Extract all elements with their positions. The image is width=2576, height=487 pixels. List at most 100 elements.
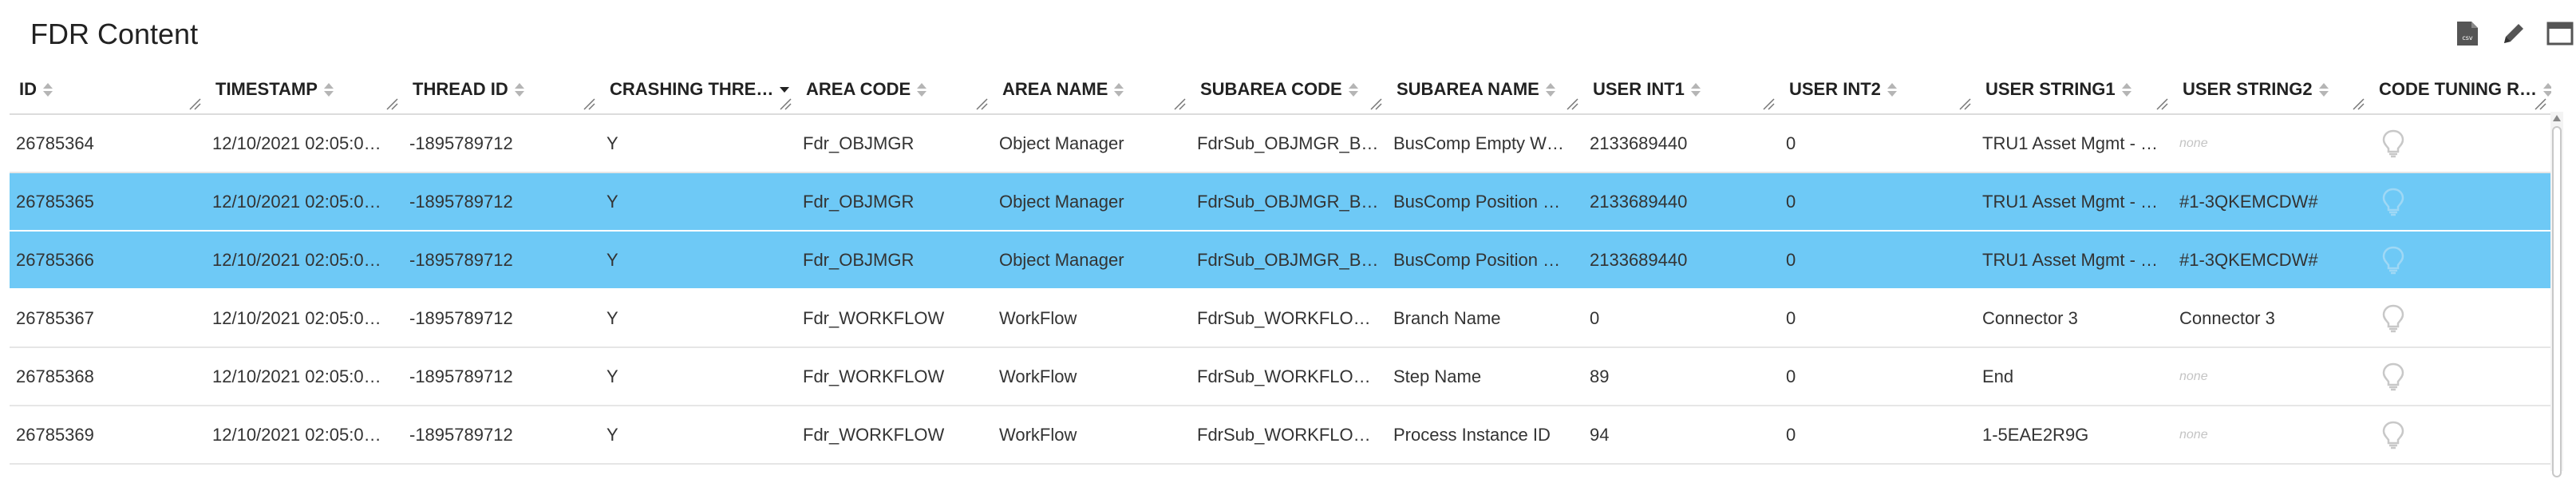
column-header-label: ID bbox=[19, 79, 37, 99]
cell-thread-id: -1895789712 bbox=[409, 307, 513, 328]
cell-thread-id: -1895789712 bbox=[409, 424, 513, 445]
column-header-label: USER STRING2 bbox=[2183, 79, 2313, 99]
column-resize-handle-icon[interactable] bbox=[2352, 97, 2365, 110]
column-resize-handle-icon[interactable] bbox=[188, 97, 201, 110]
column-header-user-string2[interactable]: USER STRING2 bbox=[2173, 64, 2369, 115]
cell-subarea-code: FdrSub_WORKFLO… bbox=[1197, 424, 1371, 445]
column-header-id[interactable]: ID bbox=[10, 64, 206, 115]
column-resize-handle-icon[interactable] bbox=[385, 97, 398, 110]
column-resize-handle-icon[interactable] bbox=[583, 97, 595, 110]
cell-subarea-name: BusComp Position … bbox=[1393, 191, 1561, 212]
cell-user-int2: 0 bbox=[1786, 424, 1796, 445]
cell-user-string1: TRU1 Asset Mgmt - … bbox=[1982, 191, 2159, 212]
cell-thread-id: -1895789712 bbox=[409, 133, 513, 153]
column-header-subarea-code[interactable]: SUBAREA CODE bbox=[1191, 64, 1387, 115]
sort-arrows-icon[interactable] bbox=[1690, 82, 1701, 97]
maximize-icon[interactable] bbox=[2546, 19, 2574, 48]
column-resize-handle-icon[interactable] bbox=[2534, 97, 2546, 110]
cell-user-int2: 0 bbox=[1786, 366, 1796, 386]
cell-user-string2: #1-3QKEMCDW# bbox=[2179, 249, 2318, 270]
cell-subarea-code: FdrSub_OBJMGR_B… bbox=[1197, 249, 1379, 270]
column-resize-handle-icon[interactable] bbox=[1566, 97, 1578, 110]
cell-user-int2: 0 bbox=[1786, 191, 1796, 212]
column-resize-handle-icon[interactable] bbox=[1958, 97, 1971, 110]
column-header-label: CRASHING THRE… bbox=[610, 79, 774, 99]
sort-arrows-icon[interactable] bbox=[323, 82, 334, 97]
column-resize-handle-icon[interactable] bbox=[1173, 97, 1186, 110]
column-header-code-tuning[interactable]: CODE TUNING R… bbox=[2369, 64, 2551, 115]
scroll-up-arrow-icon[interactable] bbox=[2553, 115, 2561, 121]
column-resize-handle-icon[interactable] bbox=[1762, 97, 1775, 110]
column-header-area-name[interactable]: AREA NAME bbox=[993, 64, 1191, 115]
column-header-user-string1[interactable]: USER STRING1 bbox=[1976, 64, 2173, 115]
cell-user-string2: Connector 3 bbox=[2179, 307, 2275, 328]
cell-user-int1: 0 bbox=[1590, 307, 1600, 328]
vertical-scrollbar[interactable] bbox=[2550, 112, 2563, 477]
csv-export-icon[interactable]: csv bbox=[2453, 19, 2482, 48]
cell-user-int1: 2133689440 bbox=[1590, 249, 1688, 270]
cell-timestamp: 12/10/2021 02:05:0… bbox=[212, 191, 381, 212]
column-resize-handle-icon[interactable] bbox=[779, 97, 792, 110]
lightbulb-icon[interactable] bbox=[2382, 362, 2404, 391]
lightbulb-icon[interactable] bbox=[2382, 304, 2404, 333]
cell-id: 26785365 bbox=[16, 191, 94, 212]
lightbulb-icon[interactable] bbox=[2382, 188, 2404, 216]
sort-arrows-icon[interactable] bbox=[780, 86, 790, 93]
sort-arrows-icon[interactable] bbox=[1114, 82, 1124, 97]
column-header-subarea-name[interactable]: SUBAREA NAME bbox=[1387, 64, 1583, 115]
cell-code-tuning bbox=[2369, 173, 2546, 230]
column-resize-handle-icon[interactable] bbox=[2155, 97, 2168, 110]
cell-crashing: Y bbox=[606, 191, 618, 212]
cell-timestamp: 12/10/2021 02:05:0… bbox=[212, 133, 381, 153]
column-header-user-int2[interactable]: USER INT2 bbox=[1780, 64, 1976, 115]
cell-timestamp: 12/10/2021 02:05:0… bbox=[212, 307, 381, 328]
column-header-user-int1[interactable]: USER INT1 bbox=[1583, 64, 1780, 115]
cell-thread-id: -1895789712 bbox=[409, 191, 513, 212]
column-header-label: AREA NAME bbox=[1002, 79, 1108, 99]
cell-subarea-name: BusComp Position … bbox=[1393, 249, 1561, 270]
column-resize-handle-icon[interactable] bbox=[1369, 97, 1382, 110]
sort-arrows-icon[interactable] bbox=[2543, 82, 2551, 97]
sort-arrows-icon[interactable] bbox=[1348, 82, 1358, 97]
lightbulb-icon[interactable] bbox=[2382, 421, 2404, 449]
column-header-thread-id[interactable]: THREAD ID bbox=[403, 64, 600, 115]
sort-arrows-icon[interactable] bbox=[1545, 82, 1555, 97]
sort-arrows-icon[interactable] bbox=[2121, 82, 2132, 97]
scrollbar-thumb[interactable] bbox=[2552, 126, 2562, 477]
lightbulb-icon[interactable] bbox=[2382, 246, 2404, 275]
cell-subarea-name: Branch Name bbox=[1393, 307, 1501, 328]
cell-user-int1: 2133689440 bbox=[1590, 133, 1688, 153]
column-header-crashing[interactable]: CRASHING THRE… bbox=[600, 64, 796, 115]
cell-id: 26785367 bbox=[16, 307, 94, 328]
cell-user-int1: 2133689440 bbox=[1590, 191, 1688, 212]
column-resize-handle-icon[interactable] bbox=[975, 97, 988, 110]
cell-area-code: Fdr_OBJMGR bbox=[803, 249, 915, 270]
cell-user-string2: #1-3QKEMCDW# bbox=[2179, 191, 2318, 212]
sort-arrows-icon[interactable] bbox=[514, 82, 524, 97]
lightbulb-icon[interactable] bbox=[2382, 129, 2404, 158]
column-header-timestamp[interactable]: TIMESTAMP bbox=[206, 64, 403, 115]
cell-timestamp: 12/10/2021 02:05:0… bbox=[212, 424, 381, 445]
cell-area-name: Object Manager bbox=[999, 191, 1124, 212]
sort-arrows-icon[interactable] bbox=[1887, 82, 1897, 97]
cell-area-code: Fdr_WORKFLOW bbox=[803, 366, 945, 386]
sort-arrows-icon[interactable] bbox=[43, 82, 53, 97]
cell-user-string2: none bbox=[2179, 427, 2208, 441]
cell-area-name: Object Manager bbox=[999, 133, 1124, 153]
column-header-area-code[interactable]: AREA CODE bbox=[796, 64, 993, 115]
edit-icon[interactable] bbox=[2499, 19, 2528, 48]
sort-arrows-icon[interactable] bbox=[917, 82, 927, 97]
sort-arrows-icon[interactable] bbox=[2318, 82, 2329, 97]
cell-id: 26785369 bbox=[16, 424, 94, 445]
cell-area-code: Fdr_WORKFLOW bbox=[803, 424, 945, 445]
cell-subarea-code: FdrSub_OBJMGR_B… bbox=[1197, 133, 1379, 153]
cell-user-string1: End bbox=[1982, 366, 2014, 386]
